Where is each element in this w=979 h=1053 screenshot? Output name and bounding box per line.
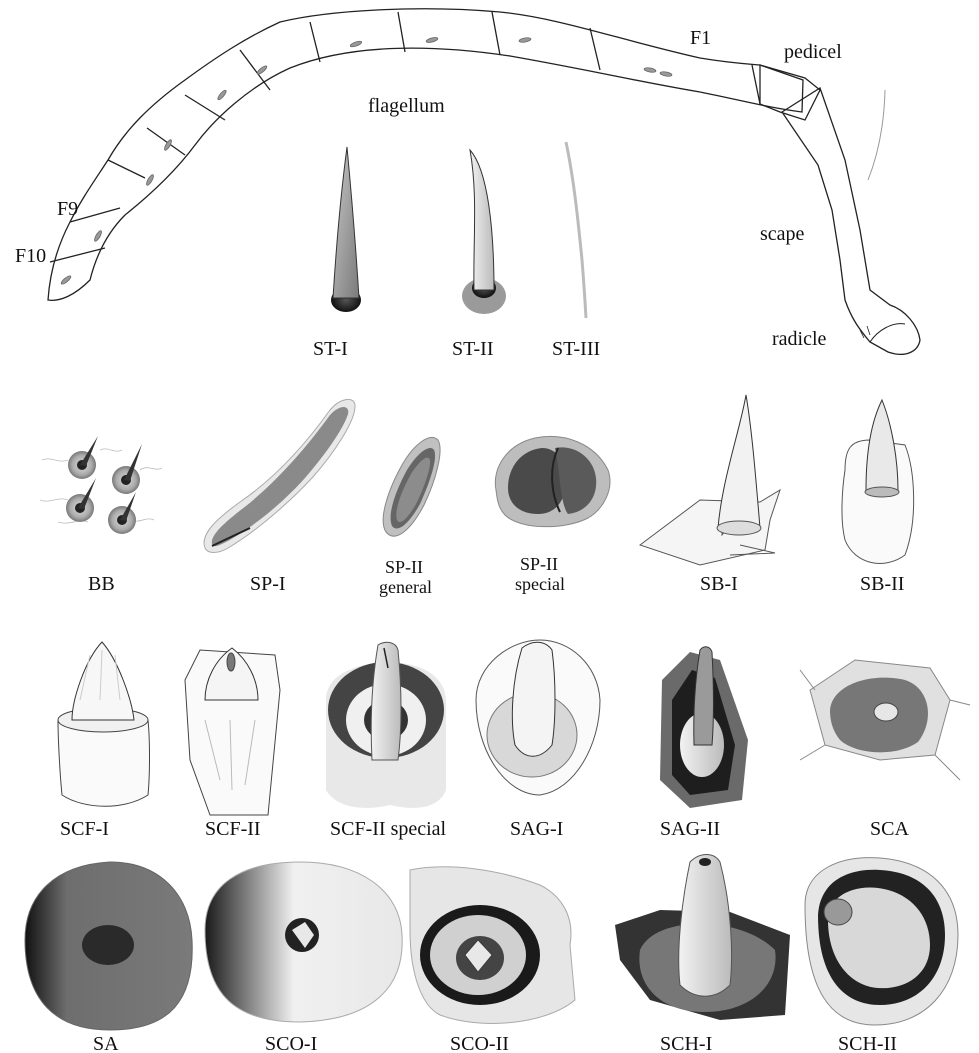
label-f1: F1 <box>690 27 711 49</box>
label-sca: SCA <box>870 818 909 840</box>
label-scf-i: SCF-I <box>60 818 109 840</box>
scf-ii-drawing <box>185 648 280 815</box>
label-radicle: radicle <box>772 328 827 350</box>
sb-i-drawing <box>640 395 780 565</box>
label-f10: F10 <box>15 245 46 267</box>
label-sp-ii-special-b: special <box>515 574 565 594</box>
sco-ii-drawing <box>410 867 575 1024</box>
label-bb: BB <box>88 573 115 595</box>
scf-i-drawing <box>58 642 150 806</box>
sch-i-drawing <box>615 855 790 1021</box>
label-st-i: ST-I <box>313 338 348 360</box>
sp-ii-general-drawing <box>383 438 440 537</box>
st-i-drawing <box>331 147 361 312</box>
flagellum-outline <box>48 9 803 301</box>
sch-ii-drawing <box>805 858 958 1025</box>
sa-drawing <box>25 862 192 1030</box>
bb-drawing <box>40 436 162 534</box>
label-sco-i: SCO-I <box>265 1033 317 1053</box>
label-sag-ii: SAG-II <box>660 818 720 840</box>
label-sb-ii: SB-II <box>860 573 904 595</box>
label-flagellum: flagellum <box>368 95 445 117</box>
label-scf-ii: SCF-II <box>205 818 261 840</box>
label-st-iii: ST-III <box>552 338 600 360</box>
label-sp-ii-general-a: SP-II <box>385 557 423 577</box>
label-scape: scape <box>760 223 805 245</box>
sag-i-drawing <box>476 640 600 795</box>
label-sch-ii: SCH-II <box>838 1033 897 1053</box>
label-f9: F9 <box>57 198 78 220</box>
sb-ii-drawing <box>842 400 914 563</box>
sp-ii-special-drawing <box>495 436 610 526</box>
segment-dividers <box>50 12 760 262</box>
sca-drawing <box>800 660 970 780</box>
st-iii-drawing <box>566 142 586 318</box>
label-sch-i: SCH-I <box>660 1033 712 1053</box>
label-sp-ii-special-a: SP-II <box>520 554 558 574</box>
label-sp-i: SP-I <box>250 573 286 595</box>
scape-outline <box>782 88 920 354</box>
label-sco-ii: SCO-II <box>450 1033 509 1053</box>
pedicel-outline <box>760 65 820 120</box>
label-sp-ii-general-b: general <box>379 577 432 597</box>
sco-i-drawing <box>205 862 402 1022</box>
label-sag-i: SAG-I <box>510 818 563 840</box>
label-st-ii: ST-II <box>452 338 493 360</box>
st-ii-drawing <box>462 150 506 314</box>
label-sb-i: SB-I <box>700 573 738 595</box>
label-scf-ii-special: SCF-II special <box>330 818 447 840</box>
sag-ii-drawing <box>660 647 748 808</box>
label-pedicel: pedicel <box>784 41 842 63</box>
label-sa: SA <box>93 1033 119 1053</box>
scf-ii-special-drawing <box>326 642 446 808</box>
sp-i-drawing <box>204 399 355 552</box>
